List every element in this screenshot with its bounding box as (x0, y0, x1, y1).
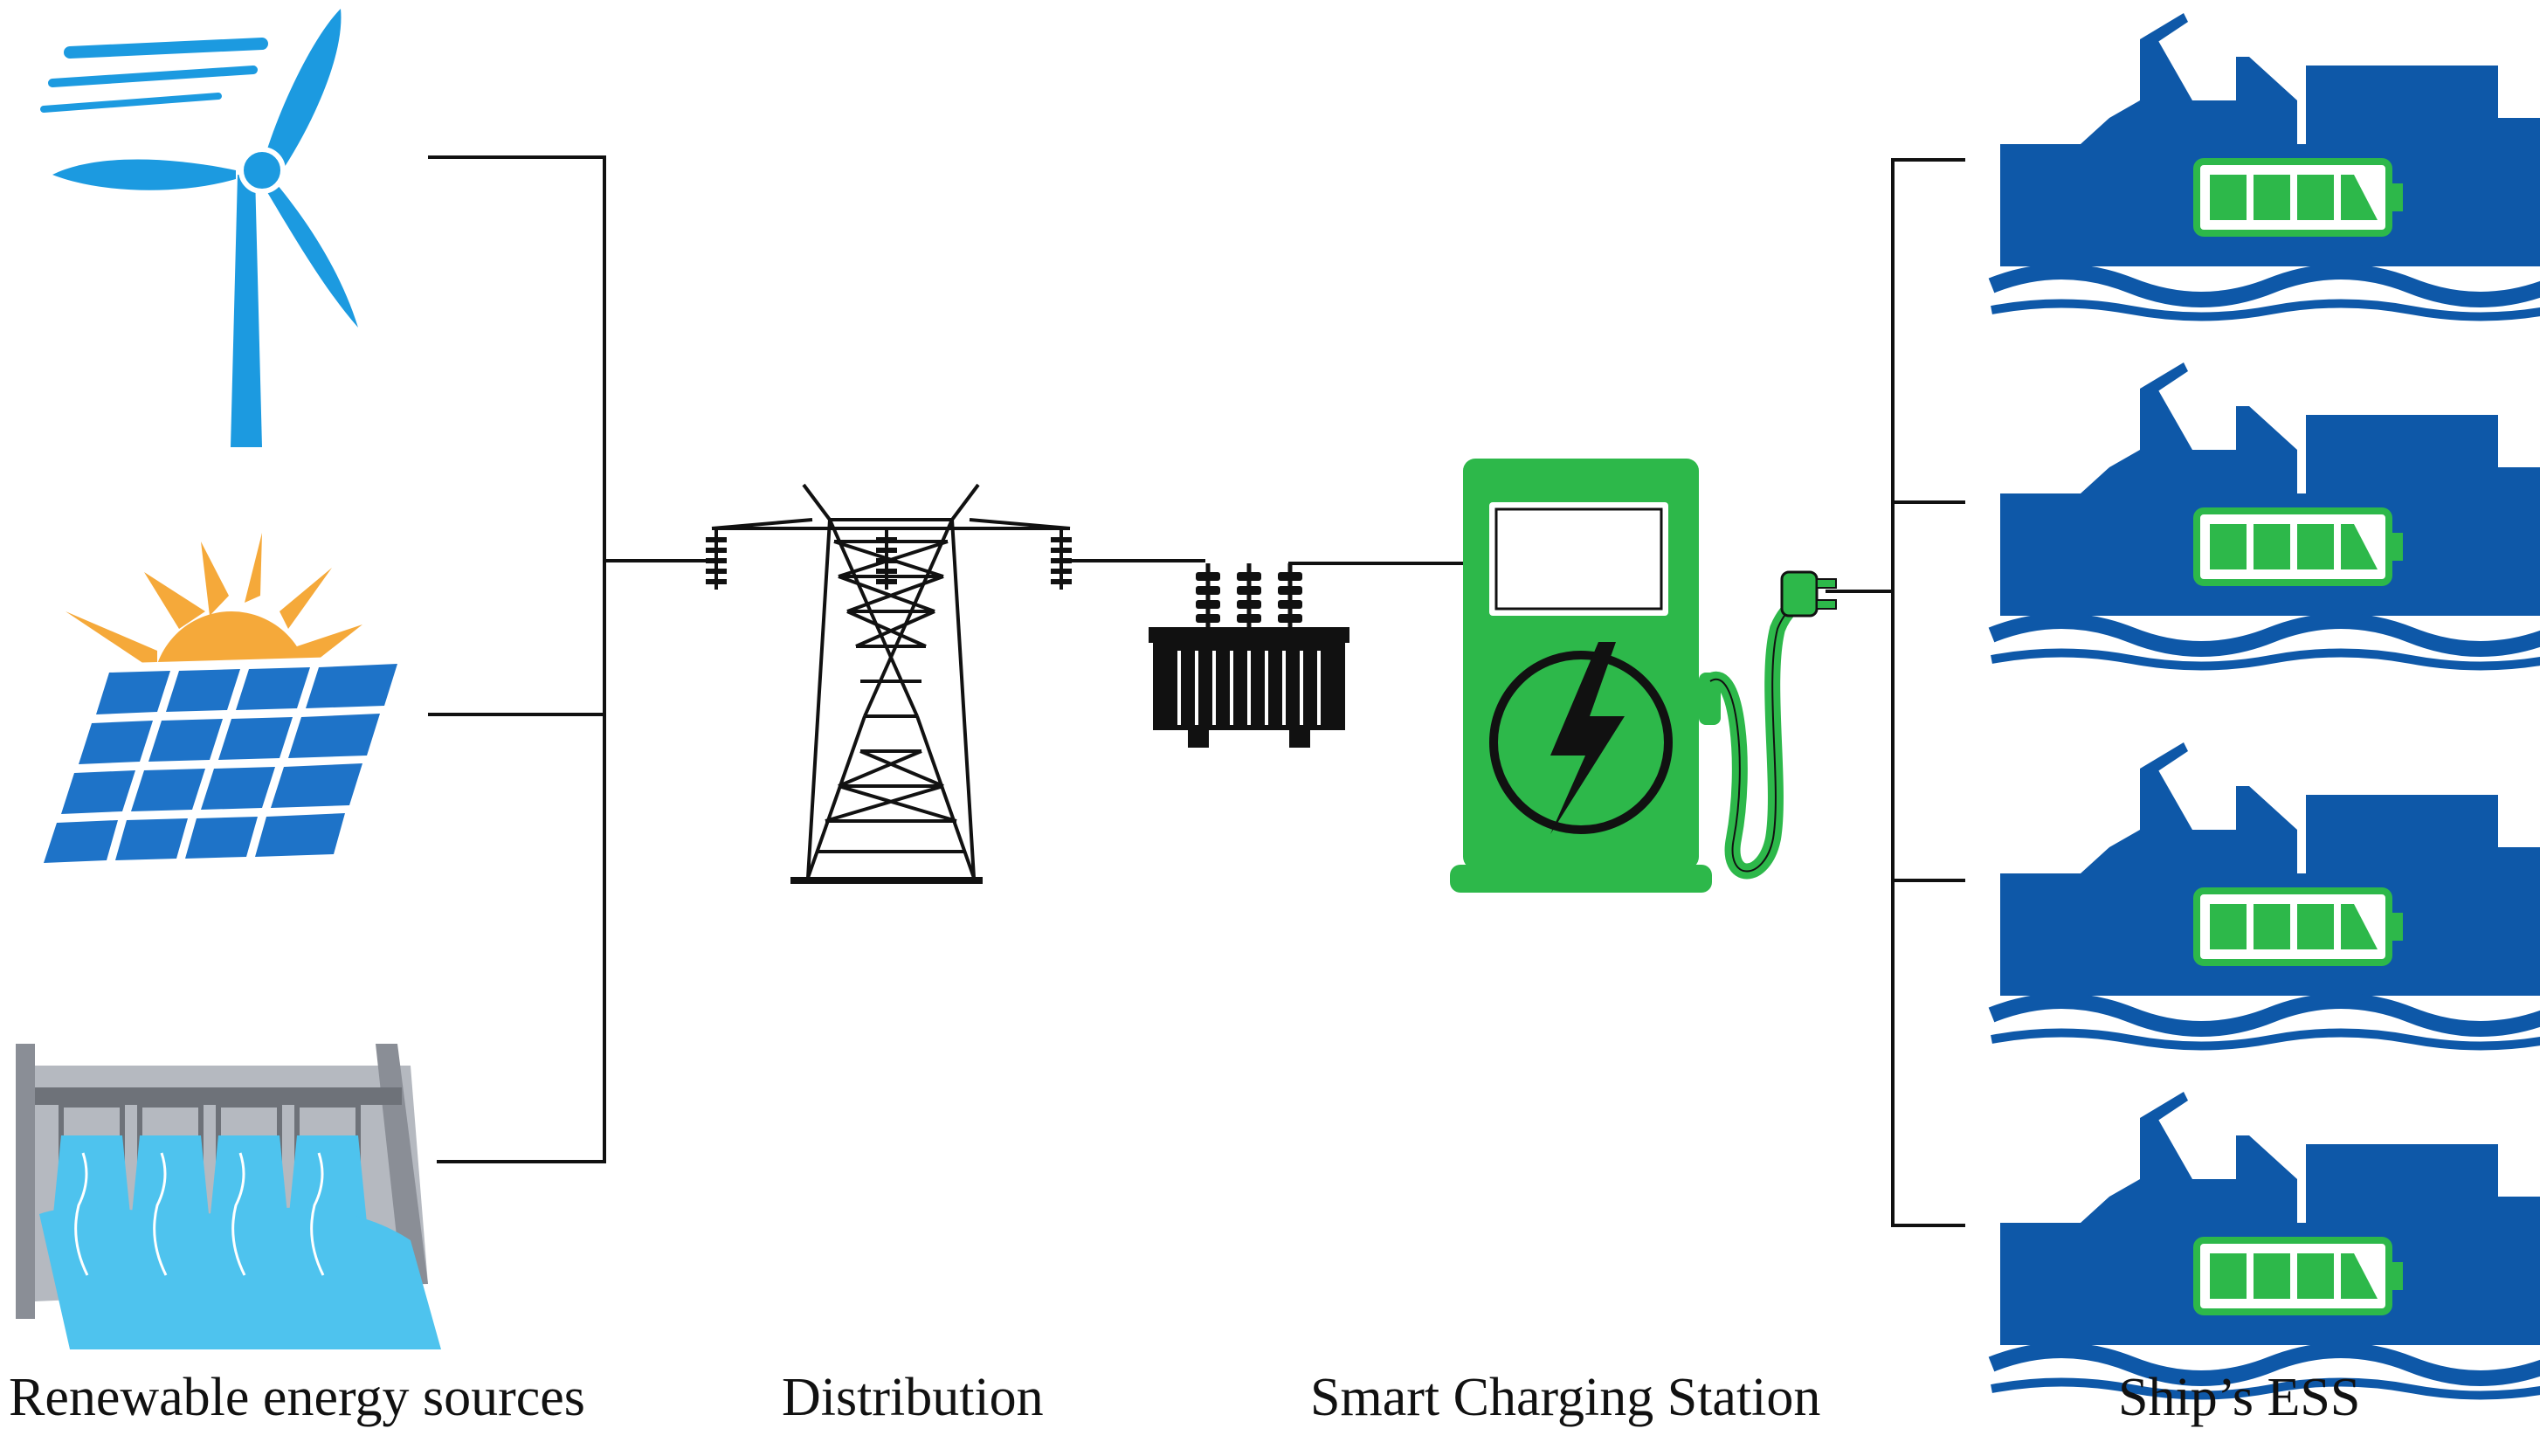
wind-turbine-icon (40, 9, 358, 447)
transmission-tower-icon (711, 483, 1071, 884)
label-smart-charging-station: Smart Charging Station (1310, 1368, 1821, 1427)
ships-bus (1891, 158, 1965, 1227)
label-renewable-sources: Renewable energy sources (9, 1368, 585, 1427)
label-distribution: Distribution (782, 1368, 1044, 1427)
ship-battery-icon (1991, 1092, 2540, 1396)
tower-insulators (704, 527, 1073, 591)
label-ships-ess: Ship’s ESS (2118, 1368, 2361, 1427)
hydro-dam-icon (16, 1044, 441, 1349)
ship-battery-icon (1991, 742, 2540, 1046)
connector-lines (428, 155, 1965, 1227)
ship-battery-icon (1991, 13, 2540, 317)
ship-battery-icon (1991, 362, 2540, 666)
solar-panel-icon (44, 533, 402, 863)
wind-connector (428, 155, 606, 1163)
charging-station-icon (1450, 459, 1837, 893)
transformer-icon (1149, 563, 1349, 748)
